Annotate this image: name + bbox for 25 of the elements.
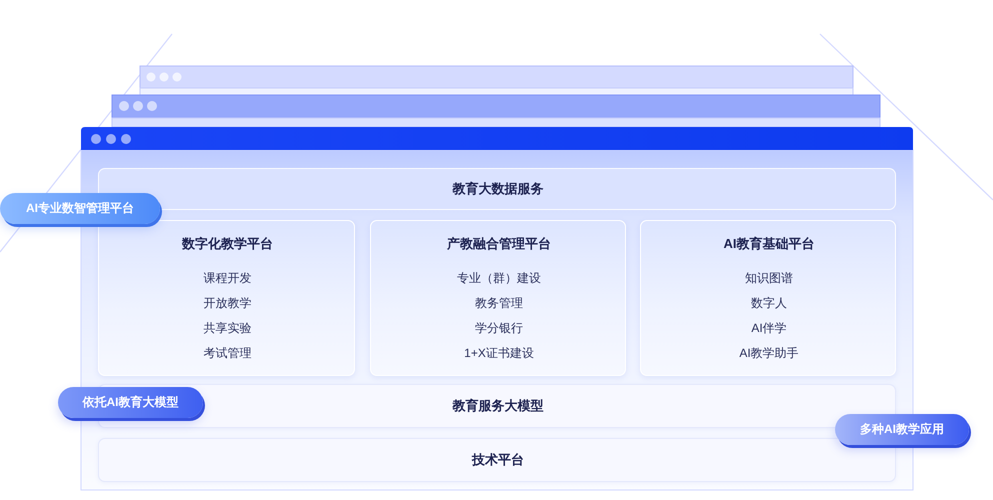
platform-card bbox=[640, 220, 896, 376]
list-item: AI教学助手 bbox=[739, 345, 799, 362]
list-item: 知识图谱 bbox=[745, 270, 793, 287]
list-item: 课程开发 bbox=[204, 270, 252, 287]
layer-band bbox=[98, 438, 896, 482]
list-item: 开放教学 bbox=[204, 295, 252, 312]
platform-card bbox=[370, 220, 626, 376]
list-item: AI伴学 bbox=[751, 320, 787, 337]
label-pill: 依托AI教育大模型 bbox=[58, 387, 203, 418]
band-title: 教育大数据服务 bbox=[452, 180, 544, 198]
band-title: 教育服务大模型 bbox=[452, 397, 544, 415]
list-item: 教务管理 bbox=[475, 295, 523, 312]
card-title: 产教融合管理平台 bbox=[447, 235, 551, 253]
list-item: 1+X证书建设 bbox=[464, 345, 534, 362]
label-pill: 多种AI教学应用 bbox=[835, 414, 969, 445]
card-title: AI教育基础平台 bbox=[724, 235, 814, 253]
list-item: 学分银行 bbox=[475, 320, 523, 337]
platform-card bbox=[98, 220, 355, 376]
list-item: 共享实验 bbox=[204, 320, 252, 337]
list-item: 数字人 bbox=[751, 295, 787, 312]
band-title: 技术平台 bbox=[472, 451, 524, 469]
card-title: 数字化教学平台 bbox=[182, 235, 273, 253]
list-item: 考试管理 bbox=[204, 345, 252, 362]
list-item: 专业（群）建设 bbox=[457, 270, 541, 287]
label-pill: AI专业数智管理平台 bbox=[0, 193, 160, 224]
